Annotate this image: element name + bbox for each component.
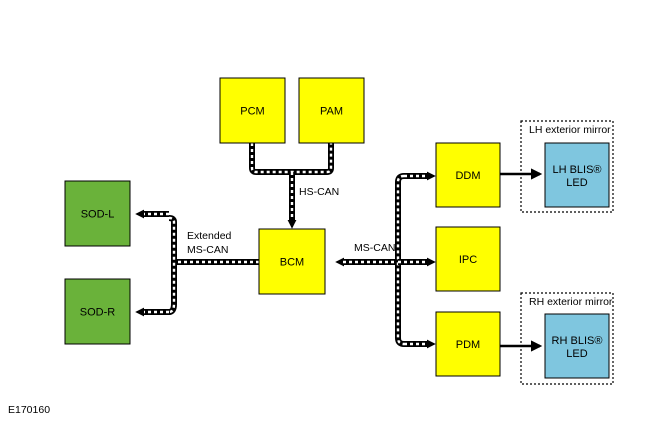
lh-mirror-label: LH exterior mirror [529, 124, 611, 136]
lh-blis-led: LH BLIS® LED [544, 142, 610, 208]
svg-text:IPC: IPC [459, 254, 477, 266]
rh-mirror-group [520, 292, 614, 385]
ipc-module: IPC [435, 226, 501, 292]
svg-text:LED: LED [566, 177, 587, 189]
hs-can-bus [249, 143, 334, 229]
sod-r-module: SOD-R [64, 278, 131, 345]
svg-text:PDM: PDM [456, 339, 480, 351]
pam-module: PAM [298, 77, 365, 144]
extended-ms-can-bus [135, 209, 259, 317]
sod-l-module: SOD-L [64, 180, 131, 247]
figure-id: E170160 [8, 404, 51, 416]
rh-mirror-label: RH exterior mirror [529, 296, 613, 308]
svg-text:LH BLIS®: LH BLIS® [552, 164, 601, 176]
ms-can-bus [335, 171, 436, 349]
svg-text:SOD-L: SOD-L [81, 209, 115, 221]
rh-blis-led: RH BLIS® LED [544, 313, 610, 379]
svg-text:PAM: PAM [320, 106, 343, 118]
svg-text:BCM: BCM [280, 257, 304, 269]
svg-text:DDM: DDM [455, 170, 480, 182]
hs-can-label: HS-CAN [299, 186, 339, 198]
extended-label: Extended [187, 230, 232, 242]
ddm-module: DDM [435, 142, 501, 208]
bcm-module: BCM [258, 228, 326, 295]
pdm-module: PDM [435, 311, 501, 377]
svg-text:SOD-R: SOD-R [80, 307, 116, 319]
svg-text:LED: LED [566, 348, 587, 360]
lh-mirror-group [520, 120, 614, 213]
ms-can-ext-label: MS-CAN [187, 244, 228, 256]
svg-text:PCM: PCM [240, 106, 264, 118]
svg-text:RH BLIS®: RH BLIS® [552, 335, 603, 347]
ms-can-label: MS-CAN [354, 242, 395, 254]
pcm-module: PCM [219, 77, 286, 144]
